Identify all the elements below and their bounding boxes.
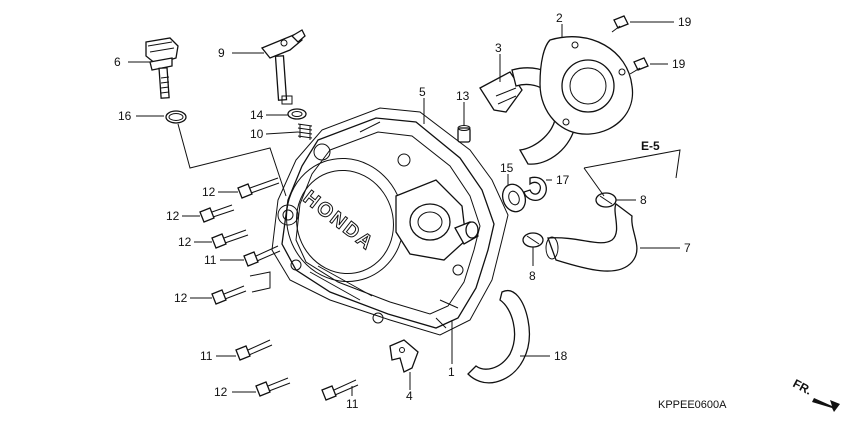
callout-label: 12 [214, 385, 228, 399]
callout-label: 11 [200, 349, 213, 363]
callout-label: 12 [174, 291, 188, 305]
callout-label: 18 [554, 349, 568, 363]
callout-label: 8 [529, 269, 536, 283]
callout-label: 11 [346, 397, 359, 411]
bolt-11c [321, 379, 359, 401]
overflow-hose [467, 290, 530, 384]
hose-clamp [522, 232, 544, 248]
hose-clamp [595, 192, 617, 208]
arrow-icon [812, 398, 840, 412]
bolt-12c [211, 229, 249, 249]
callout-label: 12 [178, 235, 192, 249]
screw [629, 57, 649, 75]
callout-label: 3 [495, 41, 502, 55]
crankcase-cover: HONDA [271, 107, 509, 336]
oil-filler-cap [145, 37, 179, 99]
callout-label: 16 [118, 109, 132, 123]
bolt-11a [243, 245, 281, 267]
cover-plate [539, 36, 634, 135]
callout-label: 19 [672, 57, 686, 71]
seal [287, 108, 307, 120]
hose-clip [389, 339, 419, 373]
callout-label: 12 [202, 185, 216, 199]
o-ring [165, 110, 187, 124]
bolt-12e [255, 377, 291, 397]
callout-label: 4 [406, 389, 413, 403]
bolt-12a [237, 177, 280, 199]
bolt-11b [235, 339, 273, 361]
dowel-pin [457, 125, 471, 143]
water-hose [545, 203, 638, 272]
direction-label: FR. [791, 376, 815, 397]
drawing-code: KPPEE0600A [658, 399, 727, 411]
callout-label: 17 [556, 173, 570, 187]
callout-label: 15 [500, 161, 514, 175]
bolt-12d [211, 285, 247, 305]
callout-label: 7 [684, 241, 691, 255]
screw [611, 15, 629, 33]
bolt-12b [199, 204, 235, 223]
callout-label: 12 [166, 209, 180, 223]
callout-label: 5 [419, 85, 426, 99]
circlip [523, 176, 547, 202]
callout-label: 6 [114, 55, 121, 69]
shift-shaft [260, 29, 306, 105]
callout-label: 1 [448, 365, 455, 379]
callout-label: 13 [456, 89, 470, 103]
front-direction-arrow: FR. [791, 376, 840, 412]
bearing [501, 183, 527, 213]
section-reference: E-5 [641, 139, 660, 153]
callout-label: 2 [556, 11, 563, 25]
callout-label: 9 [218, 46, 225, 60]
callout-label: 14 [250, 108, 264, 122]
callout-label: 11 [204, 253, 217, 267]
callout-label: 8 [640, 193, 647, 207]
leader-lines [128, 21, 681, 396]
spring [297, 123, 313, 140]
callout-label: 10 [250, 127, 264, 141]
callout-label: 19 [678, 15, 692, 29]
